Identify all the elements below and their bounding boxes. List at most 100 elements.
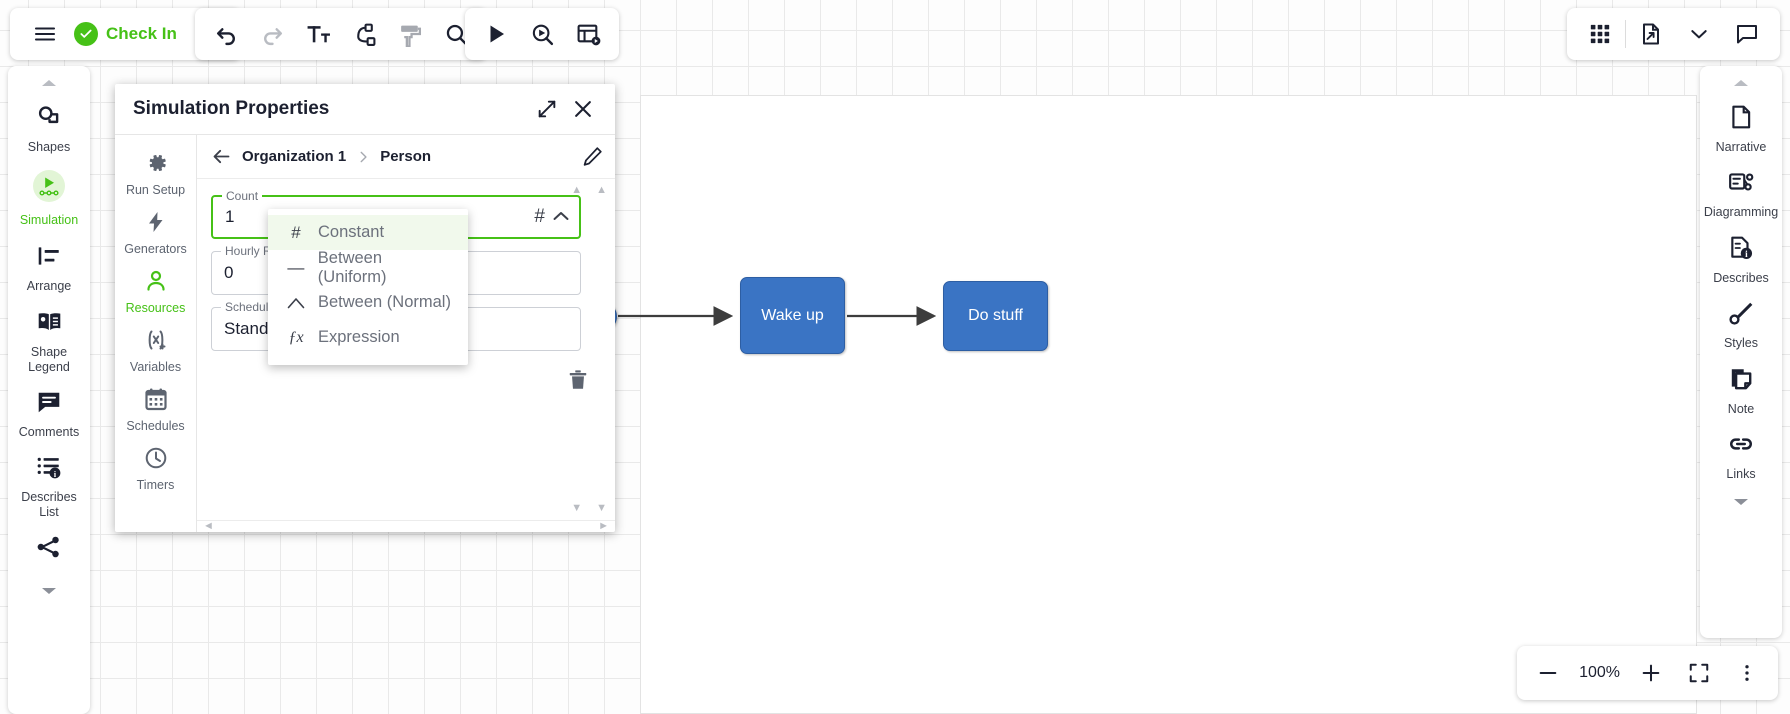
sidebar-item-label: Note (1727, 401, 1755, 416)
dropdown-item-label: Between (Uniform) (317, 248, 387, 286)
tab-label: Generators (124, 242, 187, 256)
top-right-toolbar (1567, 8, 1780, 60)
right-sidebar-scroll-up[interactable] (1732, 72, 1750, 95)
sidebar-item-shape-legend[interactable]: Shape Legend (8, 299, 90, 380)
process-node-wake-up[interactable]: Wake up (740, 277, 845, 354)
redo-icon[interactable] (249, 11, 295, 57)
chevron-down-icon[interactable] (1676, 11, 1722, 57)
chevron-right-icon (356, 150, 370, 164)
scroll-left-arrow[interactable]: ◄ (203, 520, 214, 532)
right-sidebar: Narrative Diagramming i Describes Styles (1700, 66, 1782, 638)
dropdown-item-between-normal[interactable]: Between (Normal) (268, 285, 468, 320)
left-sidebar-scroll-up[interactable] (40, 72, 58, 95)
hash-icon[interactable]: # (534, 206, 545, 227)
breadcrumb-root[interactable]: Organization 1 (242, 148, 347, 165)
function-icon: ƒx (288, 328, 304, 346)
check-in-label: Check In (106, 24, 177, 43)
hamburger-icon[interactable] (22, 11, 68, 57)
person-icon (144, 269, 168, 298)
left-sidebar-scroll-down[interactable] (40, 580, 58, 603)
sidebar-item-describes-list[interactable]: i Describes List (8, 445, 90, 525)
tab-timers[interactable]: Timers (115, 438, 197, 497)
text-format-icon[interactable] (295, 11, 341, 57)
sidebar-item-arrange[interactable]: Arrange (8, 234, 90, 299)
breadcrumb-current[interactable]: Person (380, 148, 432, 165)
expand-diagonal-icon[interactable] (529, 91, 565, 127)
dropdown-item-constant[interactable]: # Constant (268, 215, 468, 250)
top-tools-toolbar (195, 8, 487, 60)
document-icon (1728, 104, 1754, 135)
count-field-adornments[interactable]: # (534, 206, 569, 228)
scroll-up-outer[interactable]: ▲ (571, 184, 583, 196)
canvas-page[interactable] (640, 95, 1697, 714)
variable-icon (144, 328, 168, 357)
arrow-left-icon[interactable] (211, 146, 232, 167)
comment-icon[interactable] (1724, 11, 1770, 57)
sidebar-item-label: Simulation (19, 213, 79, 228)
describes-list-icon: i (36, 454, 62, 485)
sidebar-item-label: Describes (1713, 270, 1769, 285)
sidebar-item-label: Shapes (27, 140, 71, 154)
sidebar-item-comments[interactable]: Comments (8, 380, 90, 445)
dropdown-item-expression[interactable]: ƒx Expression (268, 320, 468, 355)
scroll-down-inner[interactable]: ▼ (596, 502, 607, 514)
export-doc-icon[interactable] (1628, 11, 1674, 57)
scroll-up-inner[interactable]: ▲ (596, 184, 607, 196)
fit-screen-icon[interactable] (1676, 650, 1722, 696)
dialog-tab-strip: Run Setup Generators Resources (115, 135, 197, 532)
process-node-do-stuff[interactable]: Do stuff (943, 281, 1048, 351)
more-vertical-icon[interactable] (1724, 650, 1770, 696)
tab-generators[interactable]: Generators (115, 202, 197, 261)
undo-icon[interactable] (203, 11, 249, 57)
vertical-scroll-down-group: ▼ ▼ (571, 503, 607, 514)
scroll-down-outer[interactable]: ▼ (571, 502, 583, 514)
comments-icon (36, 389, 62, 420)
node-label: Do stuff (968, 307, 1023, 324)
right-sidebar-scroll-down[interactable] (1732, 491, 1750, 514)
shape-legend-icon (36, 308, 63, 340)
dropdown-item-between-uniform[interactable]: — Between (Uniform) (268, 248, 468, 286)
count-field-value: 1 (225, 207, 235, 226)
hash-icon: # (291, 222, 301, 242)
tab-label: Run Setup (125, 183, 186, 197)
sidebar-item-label: Arrange (26, 278, 72, 293)
trash-icon[interactable] (567, 369, 589, 396)
sidebar-item-styles[interactable]: Styles (1700, 291, 1782, 356)
zoom-control: 100% (1517, 646, 1778, 700)
count-field-label: Count (222, 189, 263, 203)
search-icon[interactable] (433, 11, 479, 57)
pencil-icon[interactable] (582, 146, 603, 167)
sidebar-item-share[interactable] (8, 525, 90, 576)
check-in-button[interactable]: Check In (70, 22, 181, 46)
tab-resources[interactable]: Resources (115, 261, 197, 320)
caret-up-icon[interactable] (553, 208, 569, 226)
zoom-out-button[interactable] (1525, 650, 1571, 696)
sidebar-item-shapes[interactable]: Shapes (8, 95, 90, 160)
close-icon[interactable] (565, 91, 601, 127)
grid-apps-icon[interactable] (1577, 11, 1623, 57)
clock-icon (144, 446, 168, 475)
tab-label: Timers (136, 478, 175, 492)
link-icon (1728, 431, 1754, 462)
tab-schedules[interactable]: Schedules (115, 379, 197, 438)
tab-variables[interactable]: Variables (115, 320, 197, 379)
horizontal-scrollbar[interactable]: ◄ ► (197, 520, 615, 532)
diagramming-icon (1728, 169, 1754, 200)
scroll-right-arrow[interactable]: ► (598, 520, 609, 532)
play-inspect-icon[interactable] (519, 11, 565, 57)
tab-run-setup[interactable]: Run Setup (115, 143, 197, 202)
zoom-in-button[interactable] (1628, 650, 1674, 696)
sidebar-item-describes[interactable]: i Describes (1700, 226, 1782, 291)
table-run-icon[interactable] (565, 11, 611, 57)
dialog-title-bar[interactable]: Simulation Properties (115, 84, 615, 134)
check-circle-icon (74, 22, 98, 46)
sidebar-item-narrative[interactable]: Narrative (1700, 95, 1782, 160)
connector-icon[interactable] (341, 11, 387, 57)
sidebar-item-links[interactable]: Links (1700, 422, 1782, 487)
paint-roller-icon[interactable] (387, 11, 433, 57)
sidebar-item-simulation[interactable]: Simulation (8, 160, 90, 233)
sidebar-item-diagramming[interactable]: Diagramming (1700, 160, 1782, 225)
play-icon[interactable] (473, 11, 519, 57)
sidebar-item-note[interactable]: Note (1700, 357, 1782, 422)
sidebar-item-label: Styles (1723, 336, 1759, 351)
